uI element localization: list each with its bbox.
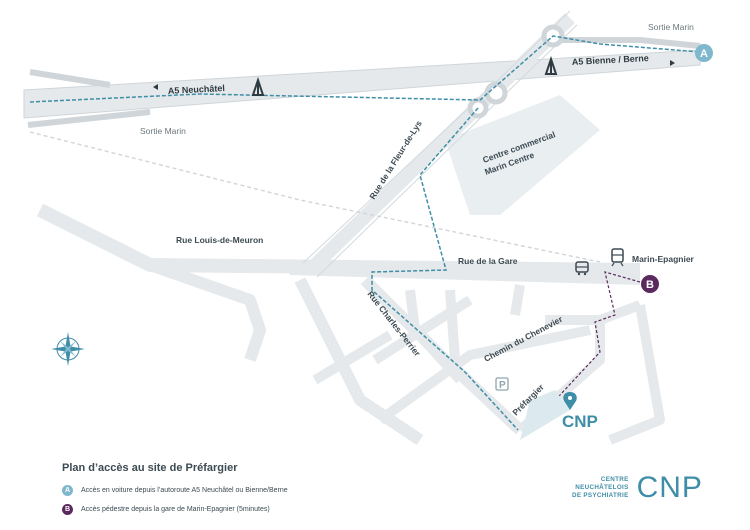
legend-badge-b: B (62, 503, 73, 515)
highway-west-label: A5 Neuchâtel (168, 83, 225, 96)
logo-mark: CNP (636, 471, 703, 504)
bus-icon (575, 261, 589, 276)
svg-text:B: B (646, 279, 654, 291)
legend-badge-a: A (62, 484, 73, 496)
svg-text:A: A (700, 48, 708, 60)
cnp-site (520, 390, 570, 440)
roundabout-south (484, 81, 508, 105)
marker-a[interactable]: A (695, 44, 713, 62)
location-pin-icon (563, 392, 577, 410)
car-route (29, 35, 701, 103)
svg-text:P: P (499, 380, 506, 391)
arrow-left-icon (153, 84, 158, 90)
foot-route (524, 271, 641, 431)
street-gare: Rue de la Gare (458, 256, 518, 266)
station-label: Marin-Epagnier (632, 254, 695, 264)
highway (23, 37, 701, 128)
logo-text: CENTRE NEUCHÂTELOIS DE PSYCHIATRIE (572, 476, 629, 500)
legend: Plan d’accès au site de Préfargier A Acc… (62, 462, 482, 520)
logo-line-2: NEUCHÂTELOIS (575, 484, 629, 491)
cnp-logo: CENTRE NEUCHÂTELOIS DE PSYCHIATRIE CNP (572, 470, 703, 506)
legend-item-foot: B Accès pédestre depuis la gare de Marin… (62, 501, 482, 517)
street-louis-de-meuron: Rue Louis-de-Meuron (176, 235, 263, 245)
legend-text-car: Accès en voiture depuis l’autoroute A5 N… (81, 486, 288, 494)
train-icon (611, 248, 624, 267)
cnp-map-label: CNP (562, 412, 598, 431)
legend-title: Plan d’accès au site de Préfargier (62, 462, 238, 474)
motorway-icon (544, 55, 558, 75)
exit-south-label: Sortie Marin (140, 126, 186, 136)
logo-line-1: CENTRE (600, 476, 629, 483)
motorway-icon (251, 76, 265, 96)
legend-text-foot: Accès pédestre depuis la gare de Marin-E… (81, 505, 270, 513)
compass-rose-icon (51, 332, 85, 366)
exit-north-label: Sortie Marin (648, 22, 694, 32)
logo-line-3: DE PSYCHIATRIE (572, 492, 629, 499)
street-network (36, 12, 665, 445)
railway-line (29, 131, 601, 263)
car-route-local (371, 107, 519, 431)
highway-east-label: A5 Bienne / Berne (572, 53, 649, 67)
parking-icon: P (495, 377, 509, 391)
legend-item-car: A Accès en voiture depuis l’autoroute A5… (62, 482, 482, 498)
arrow-right-icon (670, 60, 675, 66)
mall-area (445, 95, 600, 215)
marker-b[interactable]: B (641, 275, 659, 293)
